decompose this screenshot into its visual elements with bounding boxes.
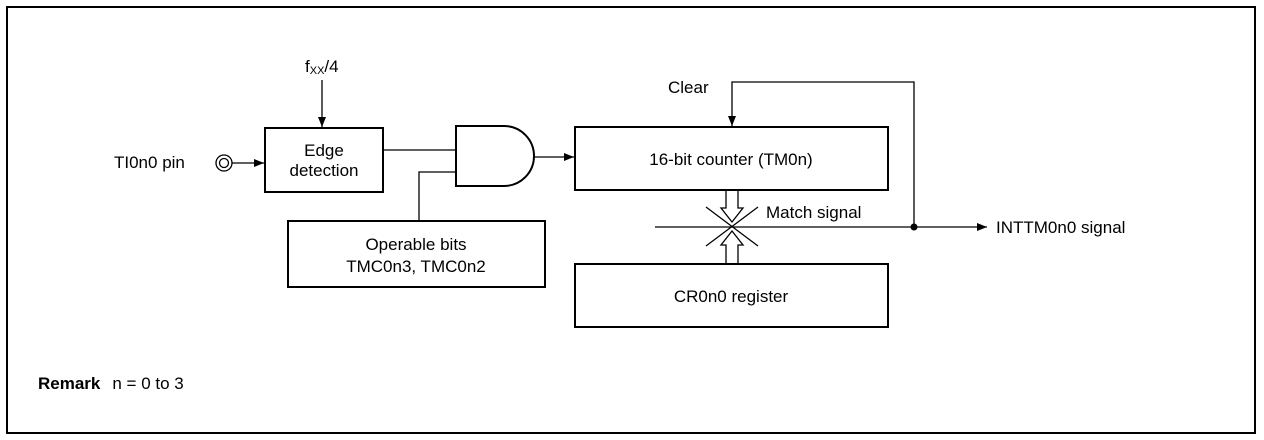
and-gate xyxy=(455,125,535,187)
clear-label: Clear xyxy=(668,78,709,97)
operable-to-and-wire xyxy=(418,171,456,221)
register-bus-up xyxy=(719,229,745,263)
register-label: CR0n0 register xyxy=(674,287,789,306)
counter-bus-down xyxy=(719,190,745,224)
remark: Remark n = 0 to 3 xyxy=(38,374,184,394)
counter-block xyxy=(574,126,889,191)
clear-feedback-wire xyxy=(728,81,915,228)
clock-label: fXX/4 xyxy=(305,57,339,77)
input-pin-label: TI0n0 pin xyxy=(114,153,185,172)
diagram-frame xyxy=(6,6,1256,434)
edge-detection-block xyxy=(264,127,384,193)
output-signal-label: INTTM0n0 signal xyxy=(996,218,1125,237)
operable-bits-label-1: Operable bits xyxy=(365,235,466,254)
remark-text: n = 0 to 3 xyxy=(112,374,184,393)
pin-inner-circle xyxy=(218,157,230,169)
branch-node xyxy=(910,223,918,231)
counter-label: 16-bit counter (TM0n) xyxy=(649,150,812,169)
operable-bits-label-2: TMC0n3, TMC0n2 xyxy=(346,257,486,276)
edge-detection-label-1: Edge xyxy=(304,141,344,160)
operable-bits-block xyxy=(287,220,546,288)
edge-detection-label-2: detection xyxy=(290,161,359,180)
remark-keyword: Remark xyxy=(38,374,101,393)
register-block xyxy=(574,263,889,328)
match-signal-label: Match signal xyxy=(766,203,861,222)
